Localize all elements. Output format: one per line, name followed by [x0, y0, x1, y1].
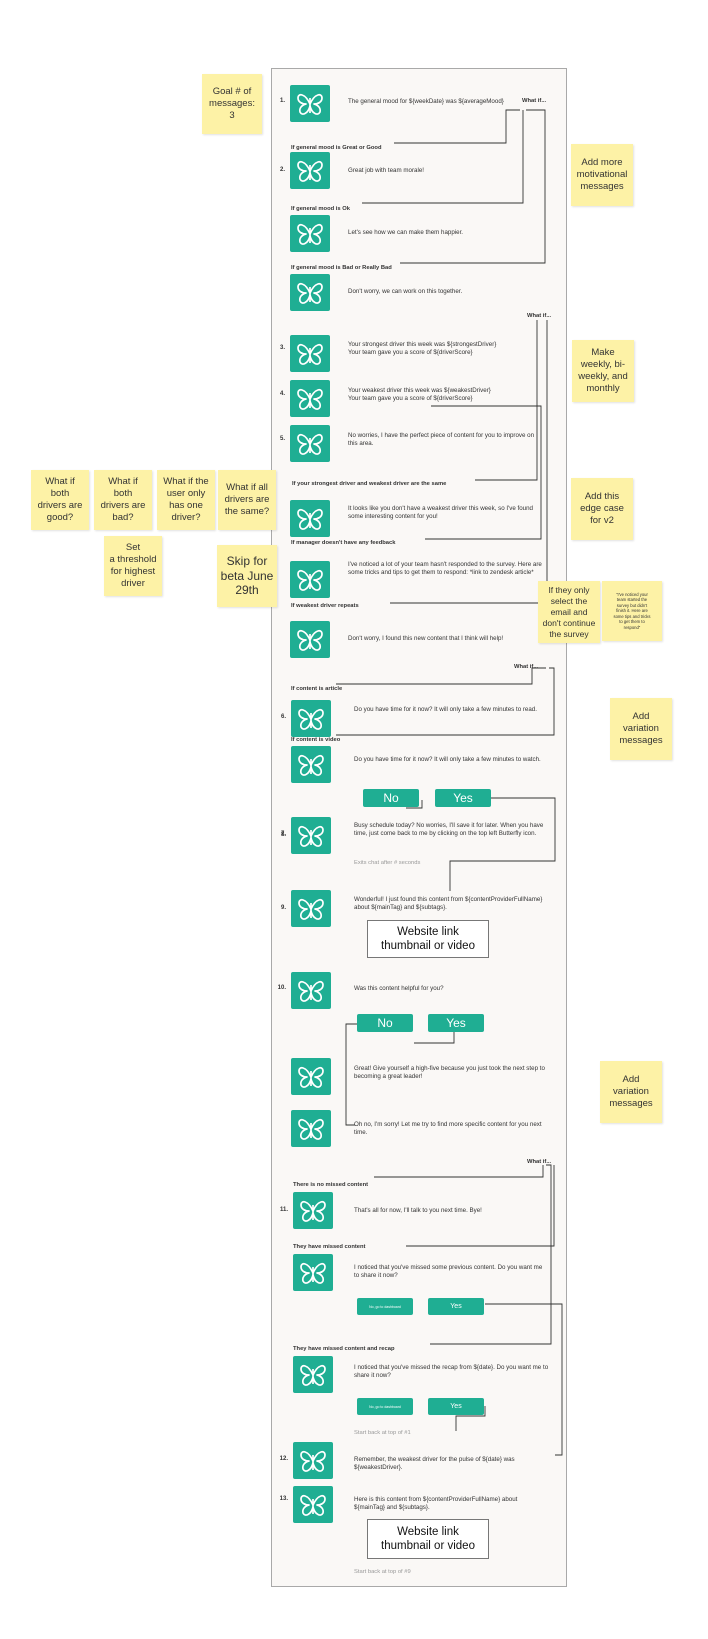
yes-button[interactable]: Yes [428, 1298, 484, 1315]
butterfly-icon [291, 890, 331, 927]
bot-message: Do you have time for it now? It will onl… [354, 756, 541, 763]
step-number: 11. [279, 1207, 288, 1213]
bot-message: I've noticed a lot of your team hasn't r… [348, 561, 542, 577]
what-if-label: What if... [527, 1159, 552, 1165]
butterfly-icon [290, 621, 330, 658]
butterfly-icon [290, 335, 330, 372]
condition-label: There is no missed content [293, 1182, 369, 1188]
bot-message: Busy schedule today? No worries, I'll sa… [354, 822, 544, 838]
bot-message: Remember, the weakest driver for the pul… [354, 1456, 515, 1472]
condition-label: If weakest driver repeats [291, 603, 359, 609]
what-if-label: What if... [514, 664, 539, 670]
sticky-one-driver: What if the user only has one driver? [157, 470, 215, 530]
bot-message: Don't worry, we can work on this togethe… [348, 288, 463, 295]
bot-message: Was this content helpful for you? [354, 985, 444, 992]
sticky-edge-case-v2: Add this edge case for v2 [571, 478, 633, 540]
sticky-both-good: What if both drivers are good? [31, 470, 89, 530]
sticky-started-survey: "I've noticed your team started the surv… [602, 581, 662, 641]
bot-message: That's all for now, I'll talk to you nex… [354, 1207, 482, 1214]
butterfly-icon [290, 274, 330, 311]
step-number: 4. [279, 391, 285, 397]
condition-label: If your strongest driver and weakest dri… [292, 481, 447, 487]
sticky-threshold: Set a threshold for highest driver [104, 536, 162, 596]
bot-message: Let's see how we can make them happier. [348, 229, 464, 236]
yes-button[interactable]: Yes [428, 1398, 484, 1415]
step-number: 2. [279, 167, 285, 173]
step-number: 7. [280, 831, 286, 837]
step-number: 12. [279, 1456, 288, 1462]
condition-label: They have missed content and recap [293, 1346, 395, 1352]
bot-message: I noticed that you've missed the recap f… [354, 1364, 549, 1380]
website-link-placeholder[interactable]: Website link thumbnail or video [367, 1519, 489, 1559]
bot-message: The general mood for ${weekDate} was ${a… [348, 98, 504, 105]
step-number: 8. [280, 832, 286, 838]
step-number: 10. [277, 985, 286, 991]
condition-label: If general mood is Ok [291, 206, 350, 212]
bot-message: Your weakest driver this week was ${weak… [348, 387, 491, 403]
butterfly-icon [290, 215, 330, 252]
sticky-skip-beta: Skip for beta June 29th [217, 545, 277, 607]
what-if-label: What if... [522, 98, 547, 104]
butterfly-icon [293, 1356, 333, 1393]
bot-message: Your strongest driver this week was ${st… [348, 341, 497, 357]
sticky-add-motivational: Add more motivational messages [571, 144, 633, 206]
condition-label: If content is article [291, 686, 343, 692]
butterfly-icon [290, 152, 330, 189]
no-button[interactable]: No [357, 1014, 413, 1032]
bot-message: Don't worry, I found this new content th… [348, 635, 504, 642]
sticky-both-bad: What if both drivers are bad? [94, 470, 152, 530]
no-dashboard-button[interactable]: No, go to dashboard [357, 1298, 413, 1315]
sticky-goal-messages: Goal # of messages: 3 [202, 74, 262, 134]
bot-message: No worries, I have the perfect piece of … [348, 432, 535, 448]
step-number: 5. [279, 436, 285, 442]
butterfly-icon [293, 1442, 333, 1479]
step-number: 13. [279, 1496, 288, 1502]
bot-message: Wonderful! I just found this content fro… [354, 896, 543, 912]
yes-button[interactable]: Yes [435, 789, 491, 807]
butterfly-icon [290, 500, 330, 537]
yes-button[interactable]: Yes [428, 1014, 484, 1032]
butterfly-icon [290, 85, 330, 122]
butterfly-icon [293, 1192, 333, 1229]
condition-label: If content is video [291, 737, 341, 743]
butterfly-icon [291, 1110, 331, 1147]
condition-label: If manager doesn't have any feedback [291, 540, 396, 546]
butterfly-icon [291, 817, 331, 854]
bot-message: Oh no, I'm sorry! Let me try to find mor… [354, 1121, 542, 1137]
no-dashboard-button[interactable]: No, go to dashboard [357, 1398, 413, 1415]
bot-message: Do you have time for it now? It will onl… [354, 706, 537, 713]
step-number: 1. [279, 98, 285, 104]
exit-chat-note: Exits chat after # seconds [354, 860, 421, 866]
butterfly-icon [291, 700, 331, 737]
butterfly-icon [293, 1254, 333, 1291]
sticky-add-variation-2: Add variation messages [600, 1061, 662, 1123]
step-number: 3. [279, 345, 285, 351]
step-number: 9. [280, 905, 286, 911]
no-button[interactable]: No [363, 789, 419, 807]
bot-message: Great job with team morale! [348, 167, 424, 174]
sticky-all-same: What if all drivers are the same? [218, 470, 276, 530]
bot-message: I noticed that you've missed some previo… [354, 1264, 543, 1280]
butterfly-icon [291, 972, 331, 1009]
step-number: 6. [280, 714, 286, 720]
bot-message: Great! Give yourself a high-five because… [354, 1065, 545, 1081]
condition-label: If general mood is Great or Good [291, 145, 382, 151]
sticky-add-variation: Add variation messages [610, 698, 672, 760]
bot-message: It looks like you don't have a weakest d… [348, 505, 533, 521]
butterfly-icon [291, 746, 331, 783]
website-link-placeholder[interactable]: Website link thumbnail or video [367, 920, 489, 958]
start-back-note: Start back at top of #1 [354, 1430, 411, 1436]
condition-label: They have missed content [293, 1244, 366, 1250]
bot-message: Here is this content from ${contentProvi… [354, 1496, 518, 1512]
what-if-label: What if... [527, 313, 552, 319]
start-back-note-2: Start back at top of #9 [354, 1569, 411, 1575]
sticky-email-only: If they only select the email and don't … [538, 581, 600, 643]
butterfly-icon [290, 561, 330, 598]
butterfly-icon [290, 425, 330, 462]
butterfly-icon [290, 380, 330, 417]
butterfly-icon [293, 1486, 333, 1523]
butterfly-icon [291, 1058, 331, 1095]
condition-label: If general mood is Bad or Really Bad [291, 265, 392, 271]
sticky-make-weekly: Make weekly, bi- weekly, and monthly [572, 340, 634, 402]
